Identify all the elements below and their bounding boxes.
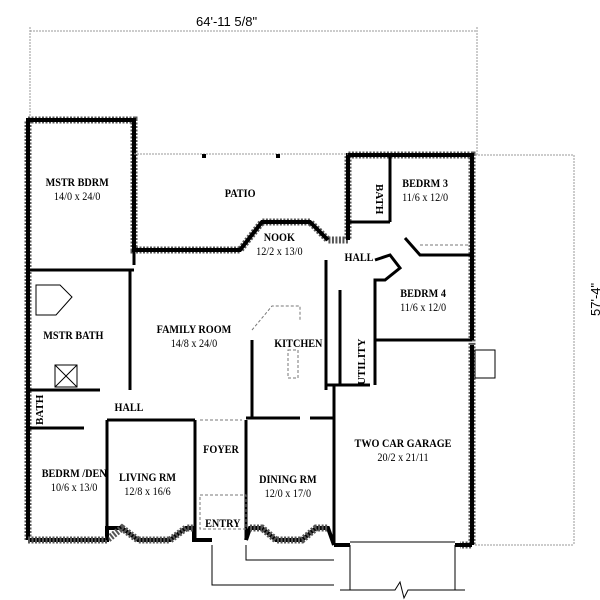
room-bedrm-den: BEDRM /DEN 10/6 x 13/0 bbox=[42, 466, 107, 494]
room-family-room: FAMILY ROOM 14/8 x 24/0 bbox=[157, 322, 232, 350]
room-living-rm: LIVING RM 12/8 x 16/6 bbox=[119, 470, 176, 498]
room-name: HALL bbox=[344, 250, 374, 264]
room-garage: TWO CAR GARAGE 20/2 x 21/11 bbox=[355, 436, 452, 464]
room-dining-rm: DINING RM 12/0 x 17/0 bbox=[259, 472, 317, 500]
room-mstr-bath: MSTR BATH bbox=[43, 328, 103, 342]
room-name: BEDRM 4 bbox=[400, 286, 446, 300]
room-name: PATIO bbox=[224, 186, 256, 200]
room-nook: NOOK 12/2 x 13/0 bbox=[256, 230, 302, 258]
room-name: KITCHEN bbox=[274, 336, 323, 350]
room-name: ENTRY bbox=[205, 516, 241, 530]
room-utility: UTILITY bbox=[356, 338, 368, 385]
room-name: BEDRM /DEN bbox=[41, 466, 107, 480]
room-size: 11/6 x 12/0 bbox=[402, 190, 449, 204]
dimension-lines bbox=[29, 27, 575, 546]
room-hall-right: HALL bbox=[345, 250, 374, 264]
room-size: 20/2 x 21/11 bbox=[377, 450, 429, 464]
room-size: 10/6 x 13/0 bbox=[50, 480, 98, 494]
room-hall-left: HALL bbox=[115, 400, 144, 414]
room-bedrm-4: BEDRM 4 11/6 x 12/0 bbox=[400, 286, 446, 314]
room-size: 12/8 x 16/6 bbox=[124, 484, 171, 498]
room-size: 14/0 x 24/0 bbox=[53, 189, 101, 203]
room-size: 11/6 x 12/0 bbox=[400, 300, 447, 314]
room-patio: PATIO bbox=[225, 186, 256, 200]
walkway-lines bbox=[211, 545, 465, 600]
room-bath-upper: BATH bbox=[373, 184, 385, 215]
depth-dimension: 57'-4" bbox=[588, 282, 600, 316]
room-size: 12/2 x 13/0 bbox=[256, 244, 303, 258]
patio-outline bbox=[134, 153, 348, 158]
room-name: FAMILY ROOM bbox=[156, 322, 232, 336]
room-size: 14/8 x 24/0 bbox=[170, 336, 218, 350]
interior-walls bbox=[28, 155, 496, 545]
room-mstr-bdrm: MSTR BDRM 14/0 x 24/0 bbox=[46, 175, 109, 203]
room-bath-lower: BATH bbox=[34, 394, 46, 425]
room-name: MSTR BATH bbox=[43, 328, 104, 342]
room-name: FOYER bbox=[203, 442, 239, 456]
width-dimension: 64'-11 5/8" bbox=[196, 14, 258, 29]
room-name: TWO CAR GARAGE bbox=[354, 436, 452, 450]
room-name: NOOK bbox=[263, 230, 295, 244]
room-name: BEDRM 3 bbox=[402, 176, 448, 190]
room-kitchen: KITCHEN bbox=[274, 336, 322, 350]
room-name: LIVING RM bbox=[119, 470, 176, 484]
room-entry: ENTRY bbox=[205, 516, 240, 530]
room-name: HALL bbox=[114, 400, 144, 414]
room-name: MSTR BDRM bbox=[45, 175, 109, 189]
room-foyer: FOYER bbox=[203, 442, 239, 456]
room-name: DINING RM bbox=[259, 472, 317, 486]
room-bedrm-3: BEDRM 3 11/6 x 12/0 bbox=[402, 176, 448, 204]
room-size: 12/0 x 17/0 bbox=[264, 486, 312, 500]
